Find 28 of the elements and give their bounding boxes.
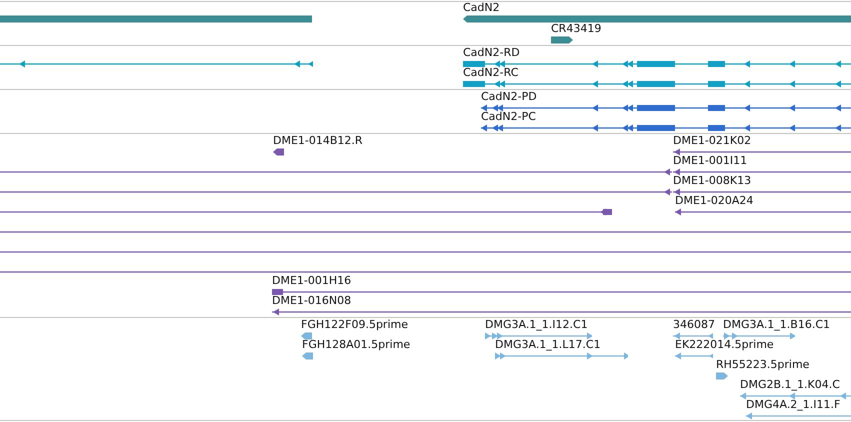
feature-label: CadN2 [463,1,501,14]
feature-label: DME1-020A24 [675,194,754,207]
feature-label: FGH122F09.5prime [301,318,408,331]
clone-alignment-line [0,188,672,196]
feature-label: CadN2-PC [481,110,537,123]
feature-label: DMG3A.1_1.L17.C1 [495,338,602,351]
feature-label: RH55223.5prime [716,358,810,371]
feature-label: CadN2-RD [463,46,521,59]
feature-label: DME1-016N08 [272,294,352,307]
feature-label: CadN2-PD [481,90,538,103]
gene-bar [0,15,312,23]
feature-label: DMG4A.2_1.I11.F [746,398,842,411]
feature-label: DMG3A.1_1.B16.C1 [723,318,830,331]
feature-label: DMG3A.1_1.I12.C1 [485,318,589,331]
feature-label: CR43419 [551,22,602,35]
clone-alignment-line [0,168,672,176]
feature-label: DME1-008K13 [673,174,752,187]
feature-label: 346087 [673,318,715,331]
transcript-line [0,60,313,68]
feature-label: DMG2B.1_1.K04.C [740,378,841,391]
feature-label: DME1-001H16 [272,274,352,287]
feature-label: EK222014.5prime [675,338,774,351]
feature-label: FGH128A01.5prime [302,338,410,351]
feature-label: DME1-021K02 [673,134,752,147]
feature-label: DME1-001I11 [673,154,748,167]
clone-alignment-line [0,208,612,216]
feature-label: CadN2-RC [463,66,520,79]
feature-label: DME1-014B12.R [273,134,363,147]
